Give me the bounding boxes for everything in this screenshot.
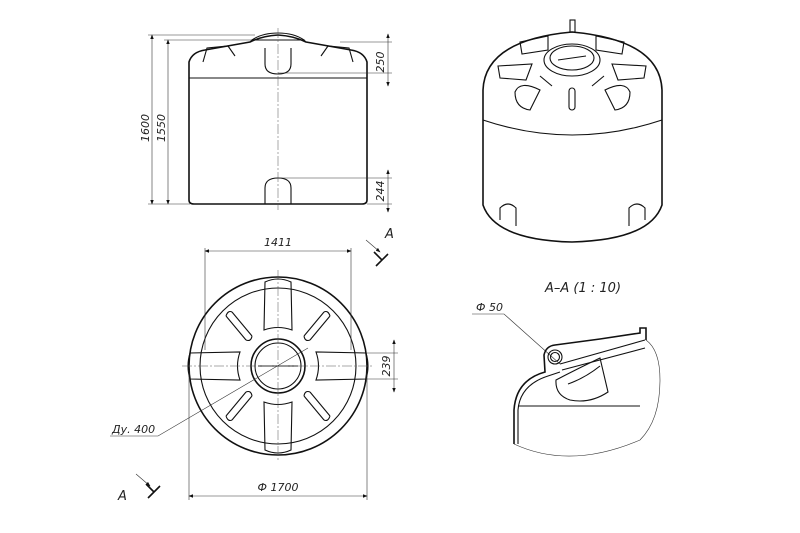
section-mark-a-top: A: [384, 227, 394, 242]
isometric-view: [482, 19, 663, 243]
section-mark-a-bottom: A: [117, 489, 127, 504]
front-view: 1600 1550 250 244: [139, 28, 392, 213]
dim-244: 244: [374, 181, 387, 202]
neck-label: Ду. 400: [111, 423, 155, 436]
dim-1600: 1600: [139, 114, 152, 142]
dim-239: 239: [380, 356, 393, 377]
dim-1550: 1550: [155, 114, 168, 142]
dim-diameter-1700: Ф 1700: [258, 481, 299, 494]
section-title: A–A (1 : 10): [544, 281, 621, 296]
top-view: 1411 Ф 1700 239 Ду. 400 A A: [110, 227, 398, 504]
pipe-diameter-label: Ф 50: [476, 301, 503, 314]
dim-1411: 1411: [264, 236, 292, 249]
dim-250: 250: [374, 52, 387, 73]
section-view: A–A (1 : 10) Ф 50: [472, 281, 661, 457]
